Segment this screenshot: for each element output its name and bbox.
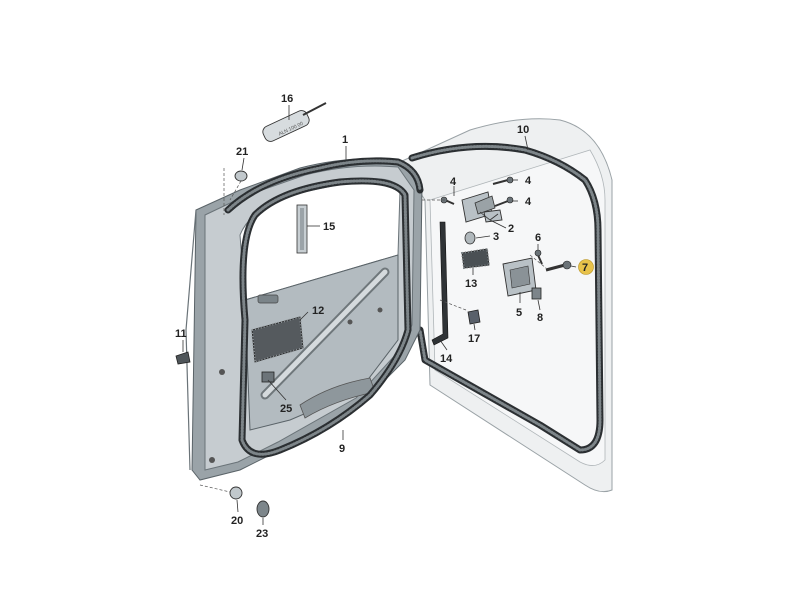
cap-20 (229, 486, 243, 500)
label-21: 21 (236, 146, 248, 158)
plug-21 (234, 170, 248, 182)
label-16: 16 (281, 93, 293, 105)
label-8: 8 (537, 312, 543, 324)
clip-25 (261, 371, 275, 383)
label-20: 20 (231, 515, 243, 527)
part-labels: 1 2 3 4 4 4 5 6 7 8 9 10 11 12 13 14 15 … (175, 93, 588, 540)
buffer-11 (175, 351, 191, 365)
grommet-23 (256, 500, 270, 518)
label-1: 1 (342, 134, 348, 146)
tube-16: ALN 100 00 (262, 102, 327, 142)
label-25: 25 (280, 403, 292, 415)
body-seal-10 (408, 142, 604, 454)
label-3: 3 (493, 231, 499, 243)
label-2: 2 (508, 223, 514, 235)
label-12: 12 (312, 305, 324, 317)
label-4a: 4 (450, 176, 457, 188)
label-9: 9 (339, 443, 345, 455)
label-7: 7 (582, 262, 588, 274)
leader-lines (182, 105, 577, 525)
striker-5 (502, 257, 537, 297)
label-10: 10 (517, 124, 529, 136)
label-13: 13 (465, 278, 477, 290)
highlight-7 (578, 259, 594, 275)
check-strap-13 (460, 247, 491, 270)
strip-15 (296, 204, 308, 254)
edge-strip-14 (431, 221, 449, 346)
label-17: 17 (468, 333, 480, 345)
bushing-17 (467, 309, 481, 325)
screw-7 (545, 260, 572, 272)
sound-pad-12 (250, 315, 305, 364)
pad-8 (531, 287, 542, 300)
door-seal-9 (238, 177, 412, 458)
hinge-assembly-2 (461, 191, 503, 245)
label-4b: 4 (525, 175, 532, 187)
label-23: 23 (256, 528, 268, 540)
label-15: 15 (323, 221, 335, 233)
guide-lines (199, 168, 547, 493)
label-4c: 4 (525, 196, 532, 208)
door-frame-seal-1 (224, 157, 424, 214)
label-5: 5 (516, 307, 522, 319)
label-14: 14 (440, 353, 453, 365)
label-6: 6 (535, 232, 541, 244)
bolt-4c (494, 196, 514, 207)
label-11: 11 (175, 328, 187, 340)
